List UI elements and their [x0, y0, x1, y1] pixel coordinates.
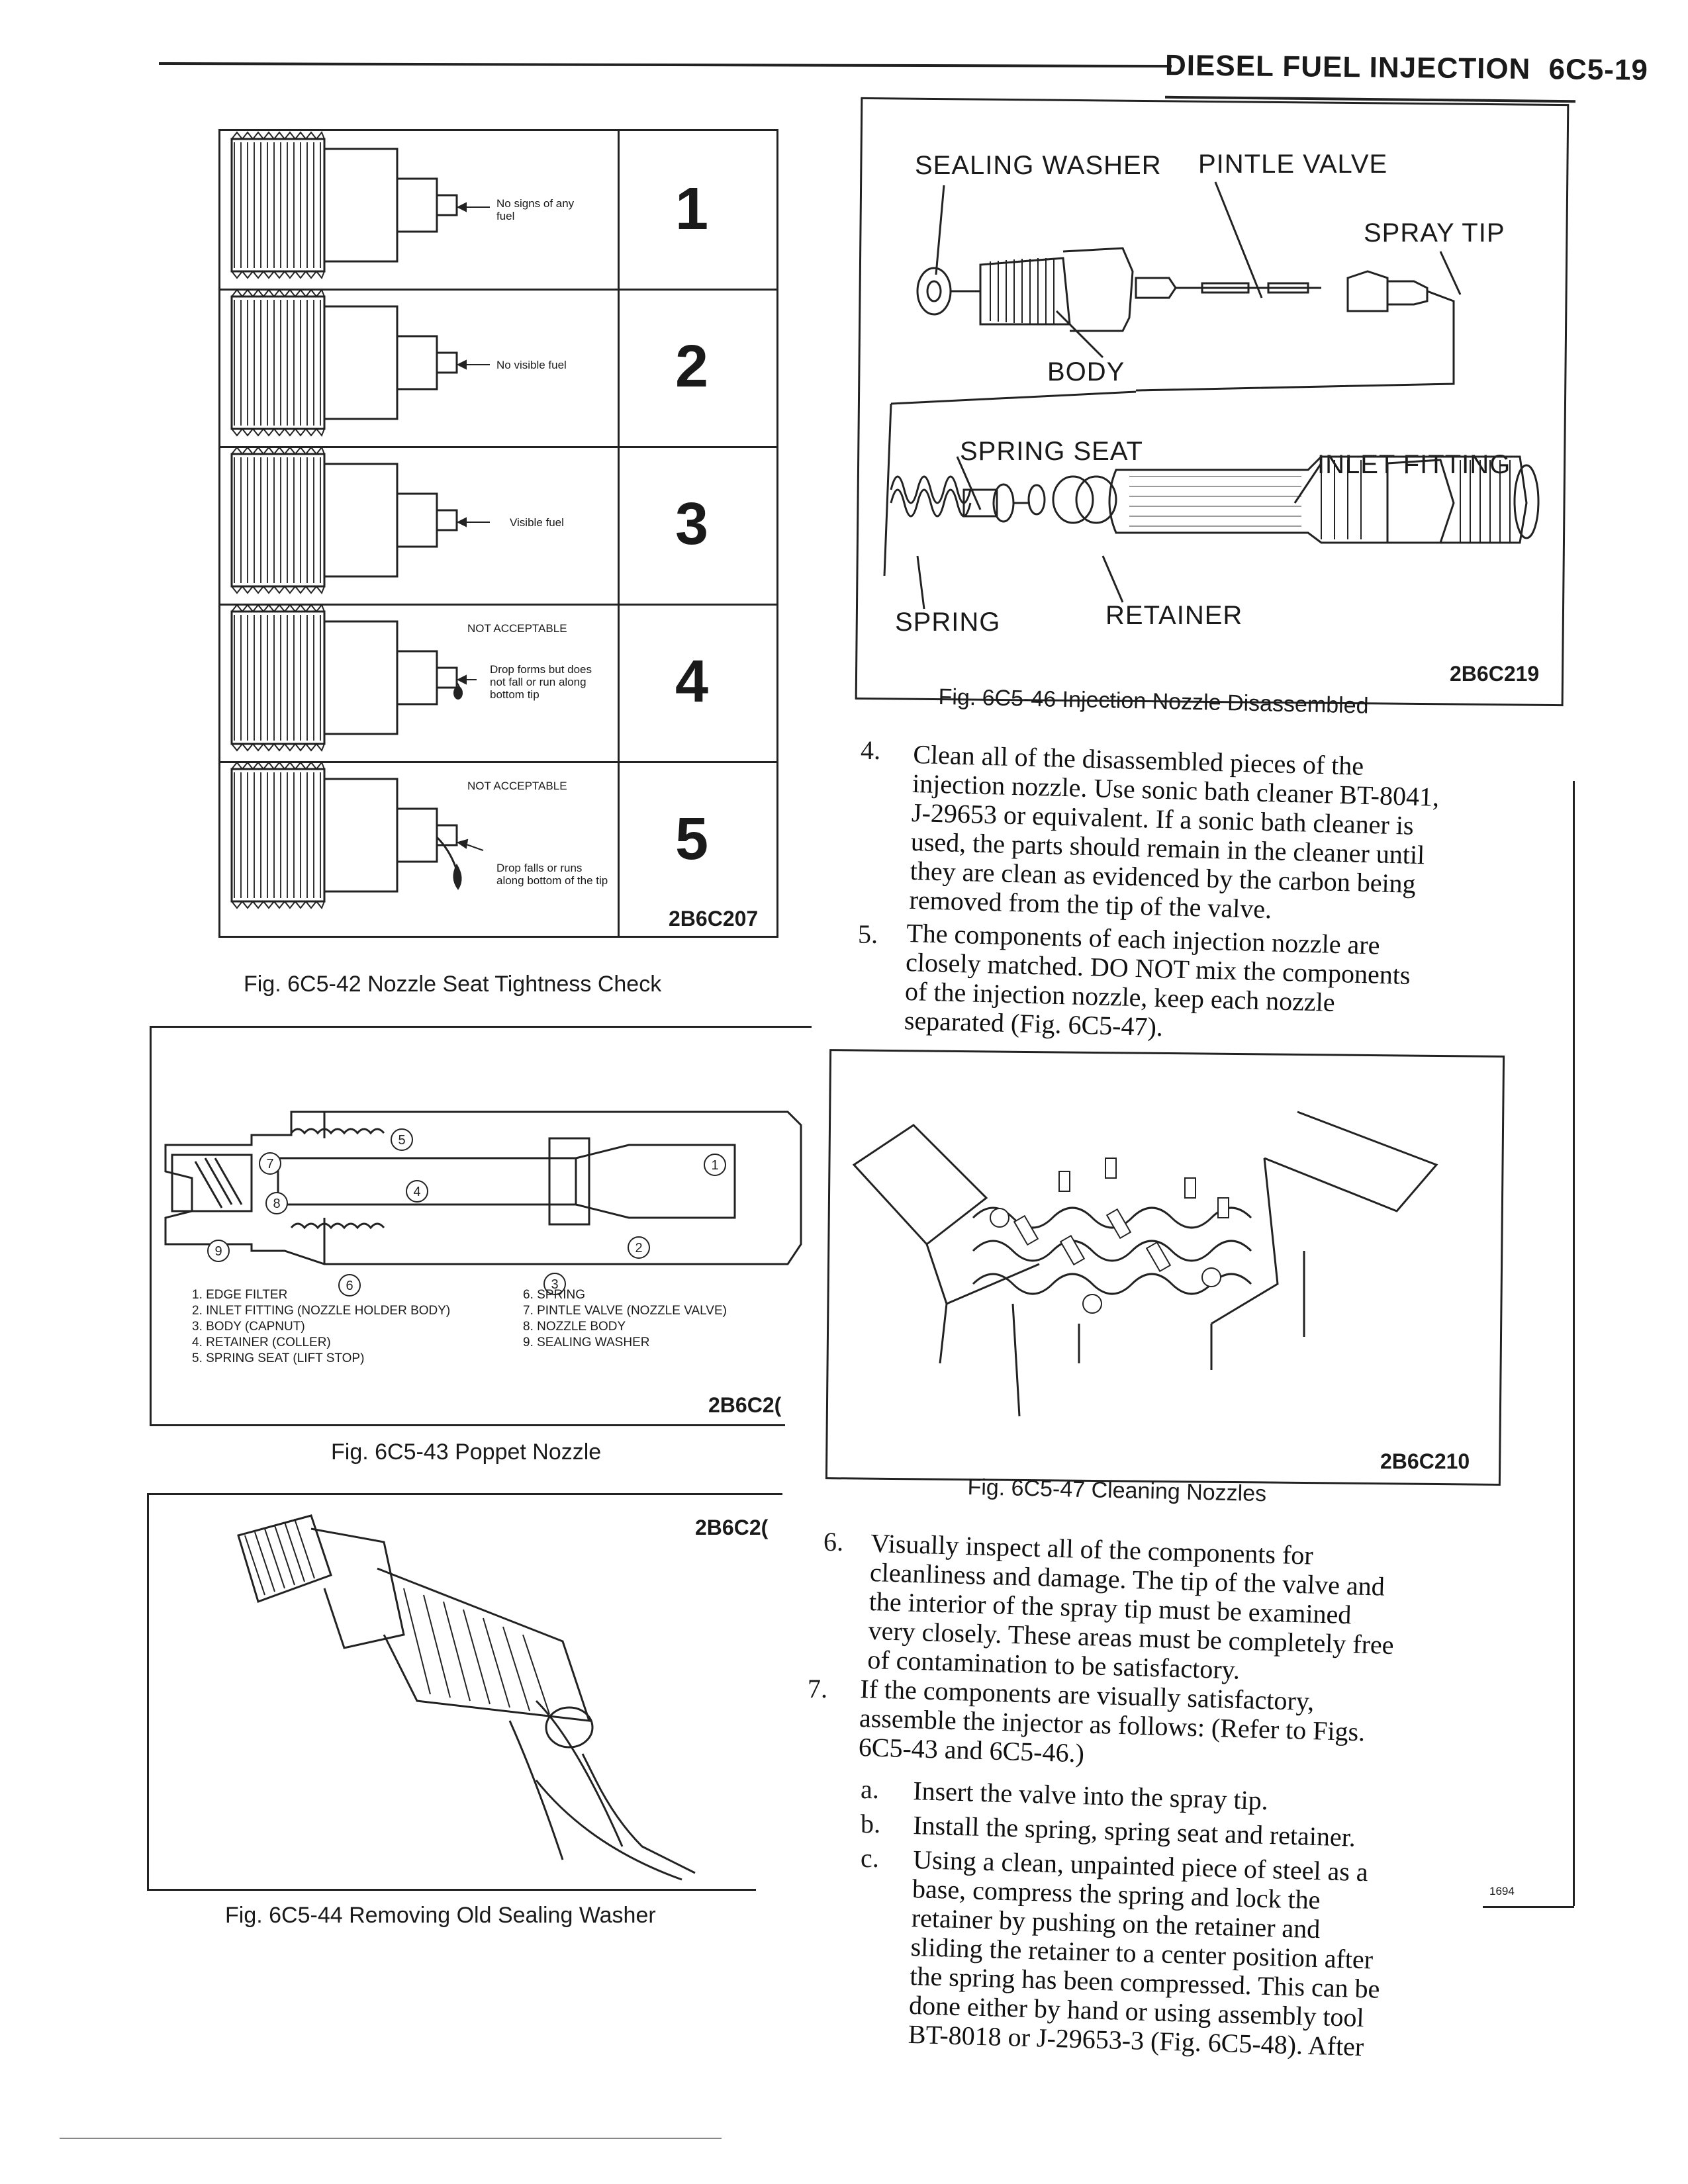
- fig42-figure-code: 2B6C207: [669, 907, 759, 931]
- label-body: BODY: [1047, 357, 1125, 387]
- label-sealing-washer: SEALING WASHER: [915, 151, 1162, 180]
- nozzle-disassembled-drawing: [883, 181, 1540, 610]
- fig42-row1-number: 1: [675, 176, 709, 242]
- fig42-row5-note: Drop falls or runs along bottom of the t…: [496, 862, 608, 887]
- legend-item-8: 8. NOZZLE BODY: [523, 1320, 626, 1334]
- callout-8: 8: [273, 1197, 280, 1211]
- fig42-row4-number: 4: [675, 649, 709, 715]
- fig43-legend-right: 6. SPRING 7. PINTLE VALVE (NOZZLE VALVE)…: [523, 1287, 727, 1351]
- step-6-text: Visually inspect all of the components f…: [867, 1528, 1507, 1692]
- callout-1: 1: [711, 1158, 718, 1173]
- fig43-figure-code: 2B6C2(: [708, 1393, 782, 1417]
- right-margin-rule: [1573, 781, 1575, 1906]
- fig44-figure-code: 2B6C2(: [695, 1516, 769, 1539]
- fig47-figure-code: 2B6C210: [1380, 1449, 1470, 1473]
- fig42-row4-status: NOT ACCEPTABLE: [467, 622, 567, 635]
- substep-c-letter: c.: [861, 1843, 879, 1873]
- label-pintle-valve: PINTLE VALVE: [1198, 150, 1388, 179]
- legend-item-4: 4. RETAINER (COLLER): [192, 1336, 331, 1349]
- step-6-number: 6.: [823, 1527, 843, 1557]
- margin-mark: 1694: [1489, 1885, 1515, 1897]
- fig46-figure-code: 2B6C219: [1450, 662, 1540, 686]
- margin-mark-rule: [1483, 1906, 1574, 1908]
- legend-item-1: 1. EDGE FILTER: [192, 1288, 288, 1302]
- callout-4: 4: [413, 1185, 420, 1199]
- step-7-number: 7.: [808, 1674, 827, 1704]
- label-spray-tip: SPRAY TIP: [1364, 218, 1505, 248]
- cleaning-nozzles-drawing: [852, 1111, 1438, 1417]
- step-5-number: 5.: [858, 919, 878, 949]
- legend-item-7: 7. PINTLE VALVE (NOZZLE VALVE): [523, 1304, 727, 1318]
- callout-5: 5: [398, 1133, 405, 1148]
- callout-6: 6: [346, 1279, 353, 1293]
- fig43-caption: Fig. 6C5-43 Poppet Nozzle: [331, 1439, 602, 1465]
- fig42-caption: Fig. 6C5-42 Nozzle Seat Tightness Check: [244, 972, 662, 997]
- label-spring-seat: SPRING SEAT: [960, 437, 1143, 466]
- step-4-text: Clean all of the disassembled pieces of …: [909, 739, 1536, 931]
- running-header: DIESEL FUEL INJECTION 6C5-19: [1165, 49, 1648, 87]
- fig42-frame: [218, 129, 778, 938]
- legend-item-9: 9. SEALING WASHER: [523, 1336, 650, 1349]
- fig42-drawing: [230, 131, 490, 909]
- fig42-row3-number: 3: [675, 491, 709, 557]
- legend-item-3: 3. BODY (CAPNUT): [192, 1320, 305, 1334]
- label-spring: SPRING: [895, 608, 1001, 637]
- substep-a-letter: a.: [861, 1774, 879, 1804]
- label-inlet-fitting: INLET FITTING: [1317, 450, 1511, 479]
- header-title: DIESEL FUEL INJECTION: [1164, 49, 1531, 85]
- fig42-row1-note: No signs of any fuel: [496, 197, 575, 222]
- callout-3: 3: [551, 1277, 558, 1292]
- label-retainer: RETAINER: [1105, 601, 1243, 630]
- fig42-row5-number: 5: [675, 806, 709, 872]
- fig42-row2-note: No visible fuel: [496, 359, 567, 371]
- fig42-row3-note: Visible fuel: [510, 516, 564, 529]
- header-rule: [158, 62, 1172, 68]
- step-5-text: The components of each injection nozzle …: [904, 918, 1528, 1052]
- poppet-nozzle-drawing: 1 2 3 4 5 6 7 8 9: [164, 1111, 802, 1297]
- legend-item-6: 6. SPRING: [523, 1288, 585, 1302]
- fig44-caption: Fig. 6C5-44 Removing Old Sealing Washer: [225, 1903, 656, 1928]
- callout-9: 9: [214, 1244, 222, 1259]
- step-7-text: If the components are visually satisfact…: [858, 1674, 1495, 1780]
- legend-item-2: 2. INLET FITTING (NOZZLE HOLDER BODY): [192, 1304, 451, 1318]
- fig42-row2-number: 2: [675, 334, 709, 400]
- callout-7: 7: [266, 1157, 273, 1171]
- fig42-row4-note: Drop forms but does not fall or run alon…: [490, 663, 592, 701]
- step-4-number: 4.: [861, 735, 880, 765]
- substep-c-text: Using a clean, unpainted piece of steel …: [908, 1844, 1495, 2065]
- fig43-legend-left: 1. EDGE FILTER 2. INLET FITTING (NOZZLE …: [192, 1287, 450, 1367]
- fig42-row5-status: NOT ACCEPTABLE: [467, 780, 567, 792]
- header-page-number: 6C5-19: [1548, 53, 1649, 87]
- callout-2: 2: [635, 1241, 642, 1255]
- substep-b-letter: b.: [861, 1809, 880, 1839]
- footer-rule: [60, 2138, 722, 2139]
- legend-item-5: 5. SPRING SEAT (LIFT STOP): [192, 1351, 365, 1365]
- removing-washer-drawing: [237, 1514, 696, 1881]
